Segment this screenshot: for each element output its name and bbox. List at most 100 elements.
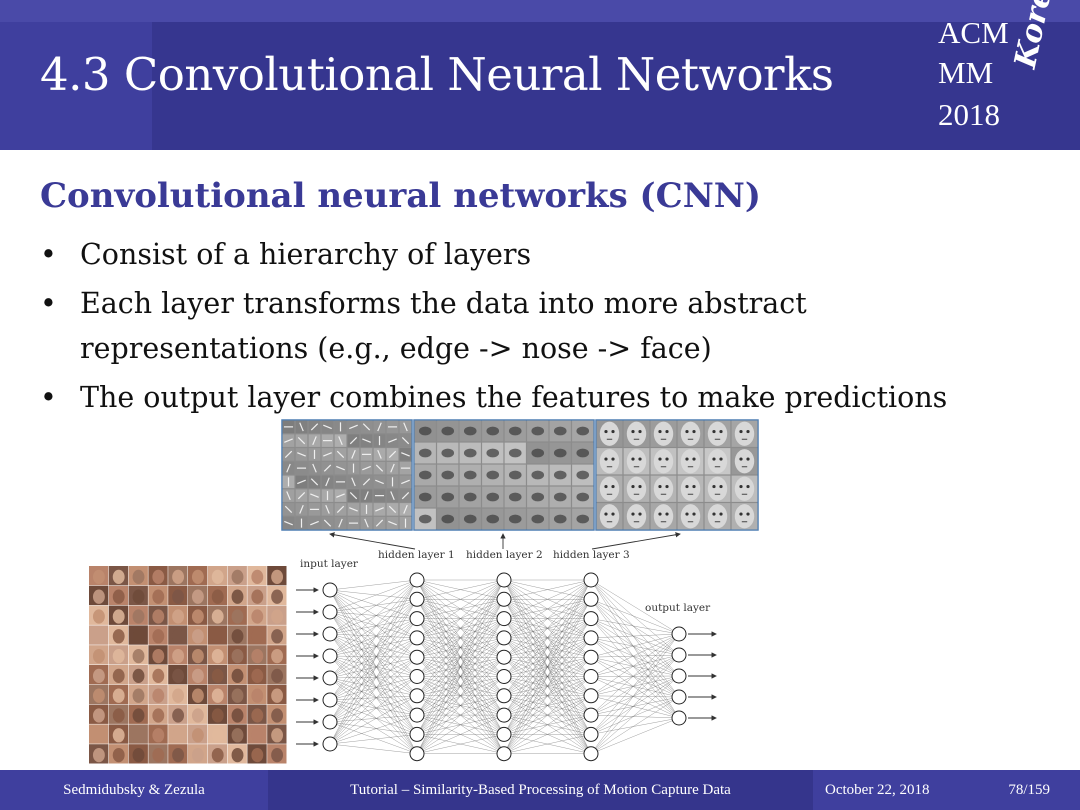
- edge-stroke: [284, 505, 293, 514]
- network-edge: [416, 599, 505, 677]
- face-shape: [152, 747, 165, 763]
- part-blob: [418, 492, 432, 502]
- network-edge: [503, 618, 592, 658]
- network-edge: [503, 618, 592, 754]
- network-edge: [416, 637, 505, 754]
- network-edge: [590, 633, 680, 754]
- network-edge: [416, 657, 505, 696]
- network-edge: [590, 657, 680, 677]
- face-thumbnail: [168, 684, 188, 705]
- face-thumbnail: [108, 625, 129, 645]
- network-edge: [503, 676, 592, 754]
- feature-tile: [549, 508, 571, 530]
- network-edge: [416, 599, 505, 619]
- network-edge: [503, 618, 592, 639]
- feature-tile: [504, 464, 526, 486]
- network-edge: [503, 599, 592, 716]
- network-edge: [590, 676, 680, 698]
- face-thumbnail: [207, 645, 228, 665]
- feature-tile: [360, 461, 373, 475]
- face-shape: [112, 747, 125, 763]
- face-shape: [112, 688, 125, 703]
- network-edge: [329, 637, 418, 657]
- face-shape: [92, 688, 105, 703]
- face-thumbnail: [128, 605, 148, 625]
- face-eye: [739, 429, 743, 434]
- network-edge: [416, 714, 505, 754]
- network-edge: [590, 675, 680, 696]
- feature-tile: [308, 448, 321, 461]
- part-blob: [441, 470, 455, 480]
- edge-stroke: [349, 436, 358, 445]
- face-eye: [692, 429, 696, 434]
- face-shape: [152, 728, 165, 743]
- bullet-dot: •: [40, 287, 57, 320]
- bullet-text: Consist of a hierarchy of layers: [80, 238, 532, 271]
- feature-tile: [295, 516, 308, 530]
- network-edge: [503, 676, 592, 696]
- face-eye: [746, 457, 750, 461]
- face-eye: [631, 429, 635, 434]
- network-edge: [416, 599, 505, 735]
- part-blob: [441, 448, 455, 458]
- feature-map-panels: [281, 419, 759, 531]
- feature-tile: [373, 475, 386, 489]
- network-edge: [503, 637, 592, 735]
- neuron: [496, 688, 512, 704]
- network-neurons: [322, 572, 687, 762]
- feature-tile: [459, 508, 481, 530]
- network-edge: [503, 579, 592, 696]
- face-oval: [707, 504, 728, 529]
- network-edge: [503, 637, 592, 754]
- network-edge: [503, 599, 592, 696]
- edge-stroke: [401, 491, 410, 500]
- network-edge: [329, 677, 418, 754]
- edge-stroke: [362, 478, 371, 486]
- panel-frame: [413, 419, 595, 531]
- network-edge: [503, 734, 592, 754]
- footer-date: October 22, 2018: [825, 782, 930, 798]
- face-shape: [251, 708, 264, 723]
- network-edge: [503, 618, 592, 696]
- network-edge: [503, 579, 592, 658]
- face-shape: [271, 668, 284, 684]
- network-edge: [329, 589, 418, 639]
- face-thumbnail: [227, 605, 247, 625]
- network-edge: [503, 637, 592, 658]
- network-edge: [416, 618, 505, 639]
- feature-tile: [360, 434, 373, 447]
- feature-tile: [596, 448, 623, 475]
- neuron: [496, 572, 512, 588]
- face-eye: [692, 512, 696, 516]
- feature-tile: [360, 516, 373, 530]
- face-shape: [132, 728, 145, 743]
- network-edge: [416, 657, 505, 754]
- edge-stroke: [323, 424, 332, 430]
- face-eye: [611, 457, 615, 461]
- network-edge: [503, 618, 592, 639]
- feature-tile: [334, 448, 347, 461]
- neuron: [496, 669, 512, 684]
- face-thumbnail: [247, 585, 267, 606]
- network-edge: [416, 734, 505, 754]
- feature-tile: [347, 461, 360, 475]
- neuron: [322, 692, 338, 708]
- network-edge: [329, 655, 418, 677]
- face-oval: [653, 476, 674, 501]
- network-edge: [416, 579, 505, 735]
- feature-tile: [282, 448, 295, 461]
- network-edge: [503, 695, 592, 735]
- part-blob: [576, 470, 590, 480]
- face-thumbnail: [247, 605, 267, 625]
- neuron: [583, 591, 599, 607]
- face-thumbnail: [148, 645, 168, 665]
- network-edge: [503, 579, 592, 735]
- network-edge: [329, 676, 418, 745]
- face-oval: [680, 476, 701, 501]
- network-edge: [590, 579, 680, 656]
- network-edge: [590, 633, 680, 639]
- feature-tile: [596, 475, 623, 502]
- face-thumbnail: [89, 585, 109, 606]
- part-blob: [486, 514, 500, 524]
- neuron: [671, 647, 687, 663]
